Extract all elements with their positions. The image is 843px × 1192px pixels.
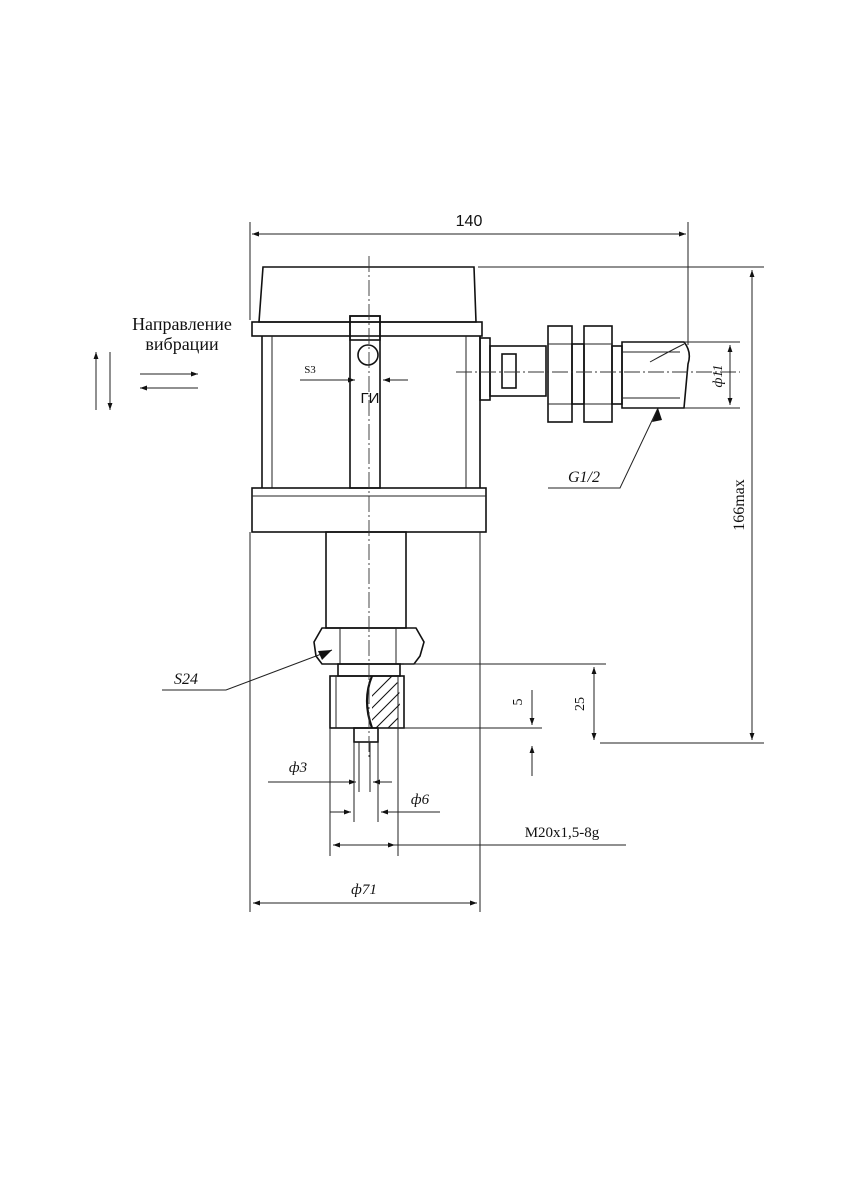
dim-hex-wrench: S24 [174, 671, 198, 688]
vibration-direction-arrows [96, 352, 198, 410]
dim-wrench-size-top: S3 [304, 364, 316, 376]
dim-tip-diameter: ф6 [411, 792, 430, 808]
vibration-label-line2: вибрации [145, 334, 219, 354]
dim-step-5: 5 [511, 699, 526, 706]
dim-mount-thread: М20х1,5-8g [525, 825, 600, 841]
dim-overall-width: 140 [456, 213, 483, 230]
dim-port-diameter: ф11 [711, 365, 726, 388]
dim-overall-height: 166max [731, 479, 748, 531]
dim-hole-diameter: ф3 [289, 760, 307, 776]
cable-gland-fitting [480, 326, 689, 422]
dim-body-diameter: ф71 [351, 882, 377, 898]
center-lines [369, 256, 740, 760]
dim-port-thread: G1/2 [568, 469, 600, 486]
dim-thread-length: 25 [573, 697, 588, 711]
marking-label: ГИ [361, 390, 380, 407]
vibration-label-line1: Направление [132, 314, 232, 334]
